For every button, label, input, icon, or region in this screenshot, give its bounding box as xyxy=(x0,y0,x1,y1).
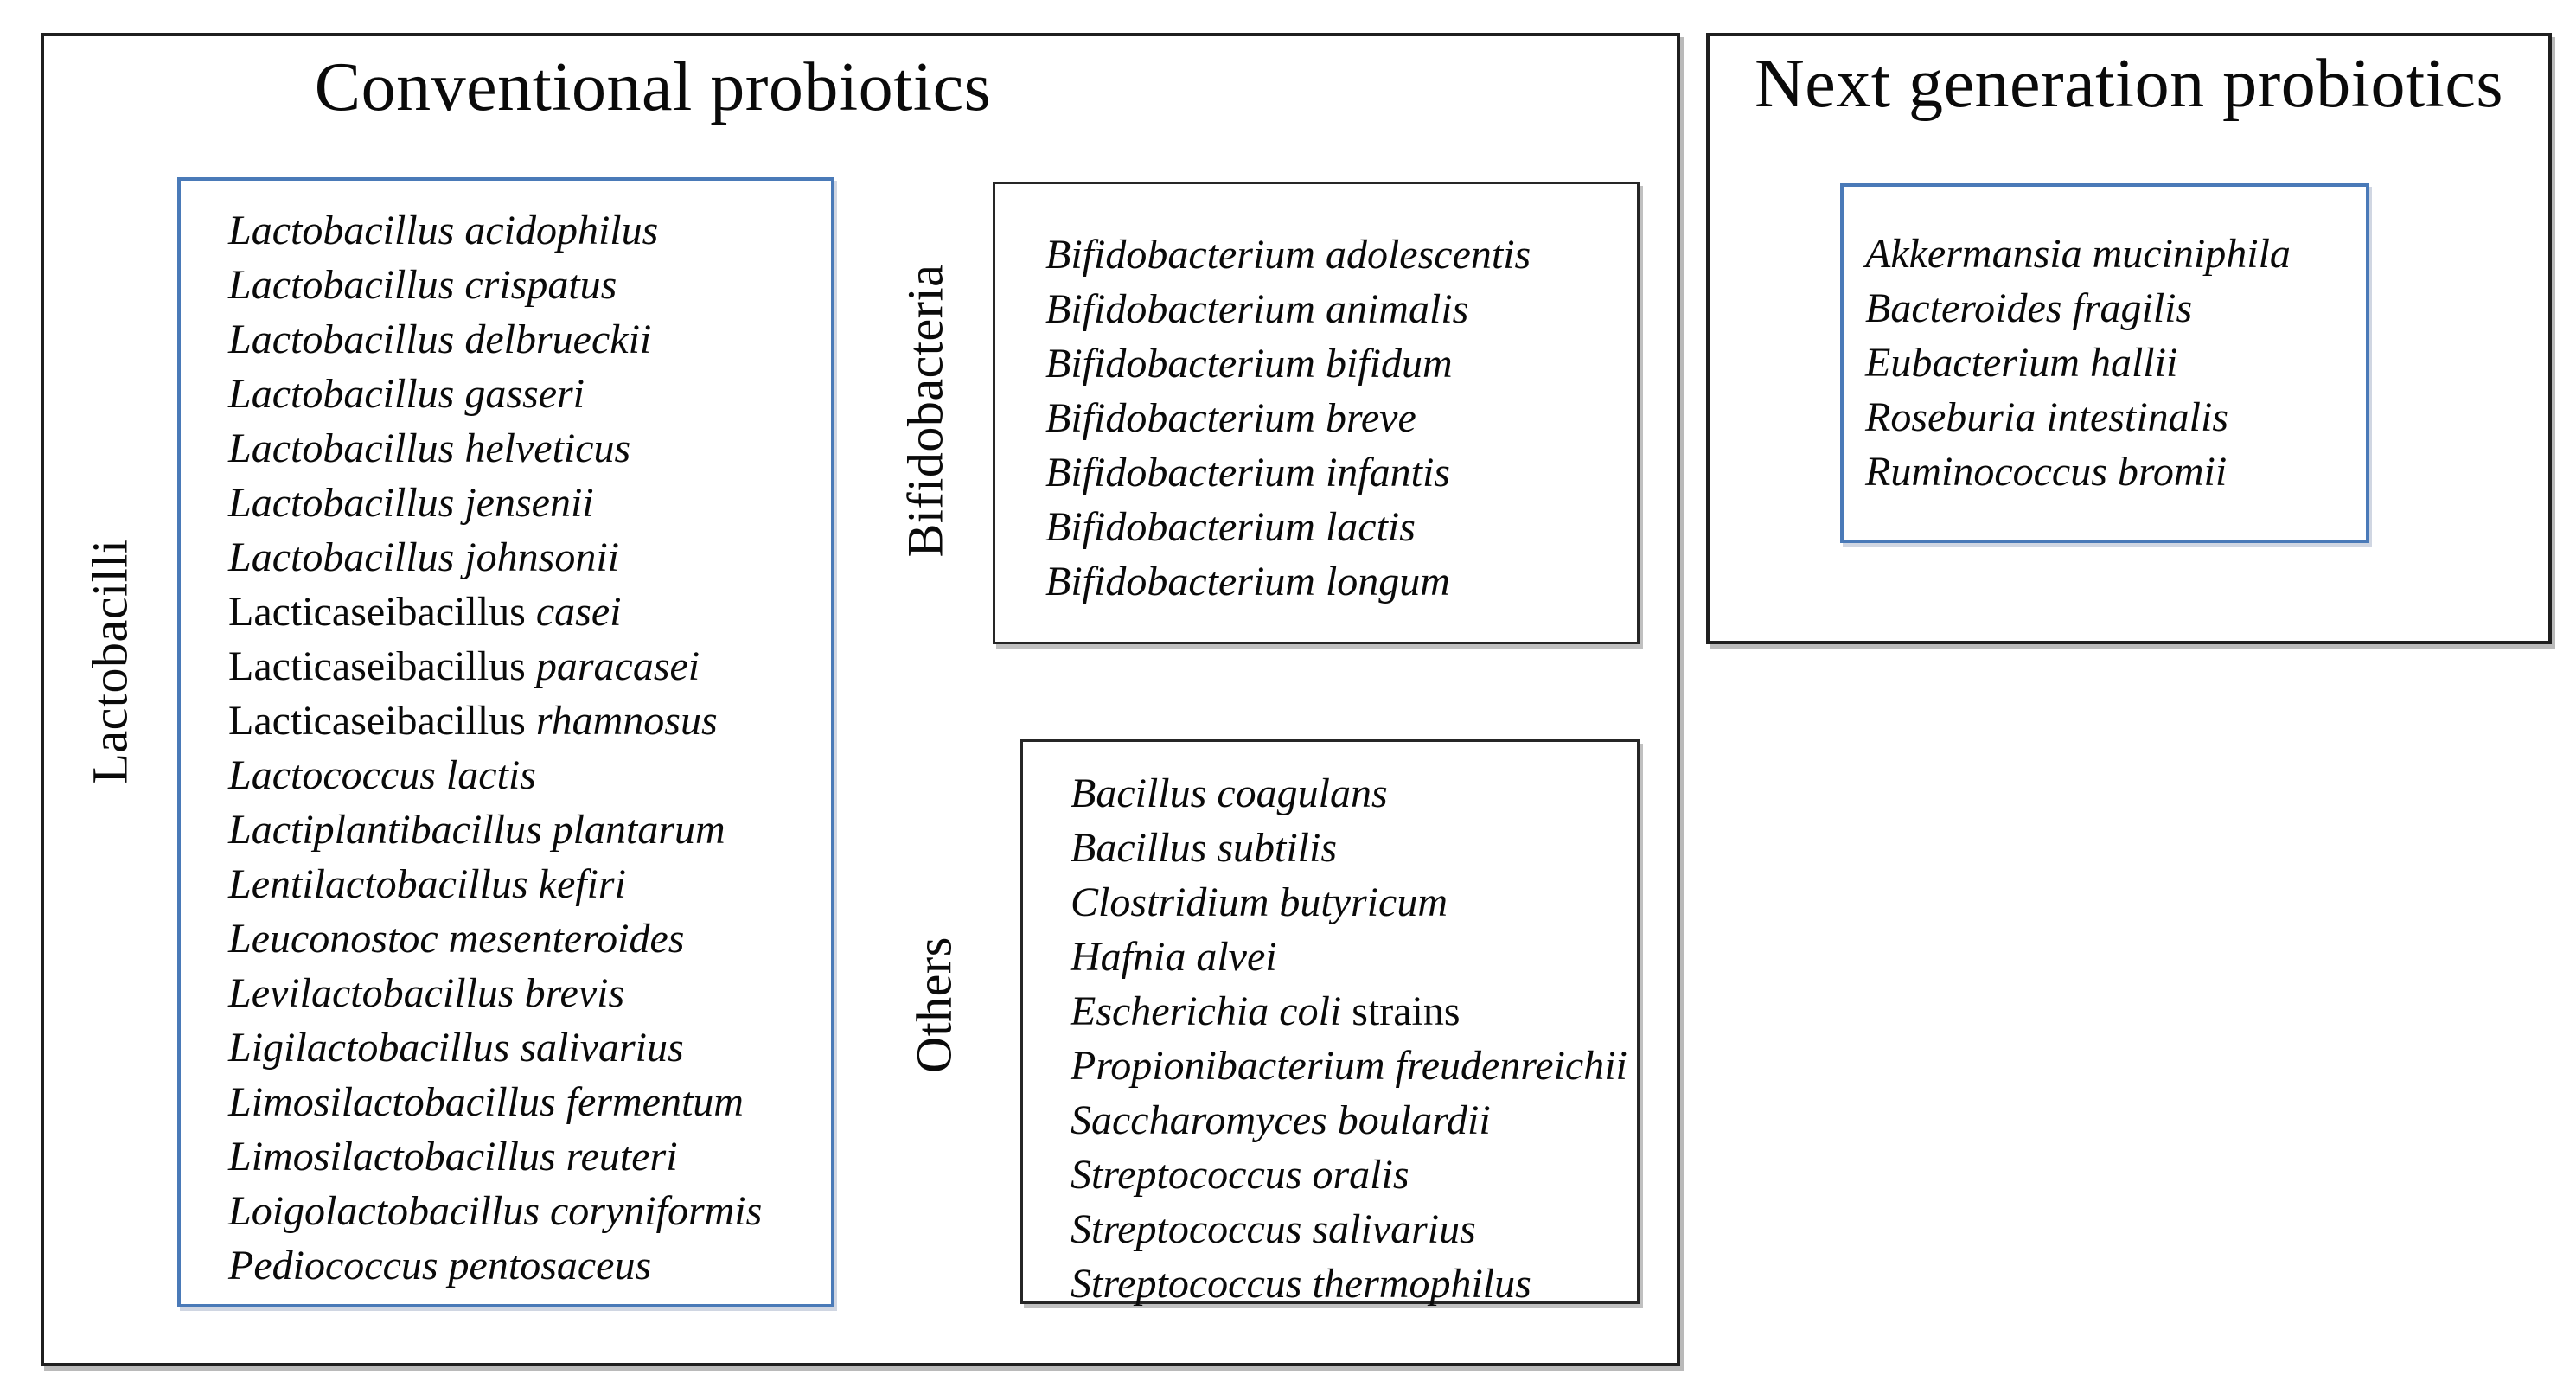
species-name-segment: Escherichia coli xyxy=(1071,988,1342,1034)
species-item: Lactobacillus delbrueckii xyxy=(228,312,831,367)
species-item: Ruminococcus bromii xyxy=(1865,444,2366,499)
species-name-segment: Lactiplantibacillus plantarum xyxy=(228,807,725,853)
species-item: Clostridium butyricum xyxy=(1071,875,1637,930)
species-item: Lactobacillus acidophilus xyxy=(228,203,831,258)
species-item: Streptococcus thermophilus xyxy=(1071,1256,1637,1311)
species-name-segment: Bifidobacterium infantis xyxy=(1045,450,1450,495)
species-name-segment: Streptococcus oralis xyxy=(1071,1152,1409,1198)
species-name-segment: Streptococcus thermophilus xyxy=(1071,1261,1531,1307)
species-item: Escherichia coli strains xyxy=(1071,984,1637,1039)
species-item: Lactiplantibacillus plantarum xyxy=(228,802,831,857)
conventional-probiotics-title: Conventional probiotics xyxy=(314,49,992,125)
species-item: Streptococcus salivarius xyxy=(1071,1202,1637,1256)
species-name-segment: Levilactobacillus brevis xyxy=(228,970,625,1016)
species-item: Lacticaseibacillus rhamnosus xyxy=(228,694,831,748)
species-name-segment: Loigolactobacillus coryniformis xyxy=(228,1188,763,1234)
species-name-segment: Lentilactobacillus kefiri xyxy=(228,861,626,907)
species-name-segment: Lactobacillus johnsonii xyxy=(228,534,620,580)
species-name-segment: Bacillus coagulans xyxy=(1071,770,1388,816)
species-name-segment: Hafnia alvei xyxy=(1071,934,1277,980)
species-item: Lactobacillus gasseri xyxy=(228,367,831,421)
species-item: Akkermansia muciniphila xyxy=(1865,227,2366,281)
species-name-segment: Bifidobacterium lactis xyxy=(1045,504,1416,550)
next-generation-probiotics-title: Next generation probiotics xyxy=(1754,46,2504,122)
species-item: Bacillus subtilis xyxy=(1071,821,1637,875)
species-item: Lentilactobacillus kefiri xyxy=(228,857,831,911)
species-name-segment: Bifidobacterium breve xyxy=(1045,395,1416,441)
species-item: Bifidobacterium breve xyxy=(1045,391,1637,445)
species-item: Lacticaseibacillus casei xyxy=(228,585,831,639)
species-item: Bifidobacterium animalis xyxy=(1045,282,1637,336)
species-name-segment: Leuconostoc mesenteroides xyxy=(228,916,685,962)
species-item: Lactobacillus helveticus xyxy=(228,421,831,476)
species-name-segment: Lacticaseibacillus xyxy=(228,589,526,635)
species-name-segment: Clostridium butyricum xyxy=(1071,879,1448,925)
species-name-segment: Lactobacillus gasseri xyxy=(228,371,585,417)
species-item: Lactobacillus crispatus xyxy=(228,258,831,312)
species-name-segment: strains xyxy=(1341,988,1461,1034)
species-name-segment: Eubacterium hallii xyxy=(1865,340,2178,386)
species-name-segment: Lactococcus lactis xyxy=(228,752,536,798)
species-name-segment: Streptococcus salivarius xyxy=(1071,1206,1476,1252)
species-name-segment: Limosilactobacillus fermentum xyxy=(228,1079,744,1125)
species-item: Bacillus coagulans xyxy=(1071,766,1637,821)
species-name-segment: Lactobacillus jensenii xyxy=(228,480,594,526)
species-item: Bifidobacterium longum xyxy=(1045,554,1637,609)
species-item: Lactobacillus johnsonii xyxy=(228,530,831,585)
species-name-segment: Lacticaseibacillus xyxy=(228,698,526,744)
species-item: Lactobacillus jensenii xyxy=(228,476,831,530)
species-item: Ligilactobacillus salivarius xyxy=(228,1020,831,1075)
species-name-segment: paracasei xyxy=(525,643,700,689)
species-item: Bifidobacterium infantis xyxy=(1045,445,1637,500)
species-name-segment: Bacillus subtilis xyxy=(1071,825,1338,871)
species-name-segment: Bifidobacterium bifidum xyxy=(1045,341,1453,387)
species-name-segment: Limosilactobacillus reuteri xyxy=(228,1134,678,1179)
species-item: Roseburia intestinalis xyxy=(1865,390,2366,444)
species-item: Bifidobacterium bifidum xyxy=(1045,336,1637,391)
species-name-segment: casei xyxy=(525,589,622,635)
species-name-segment: Lactobacillus acidophilus xyxy=(228,208,659,253)
species-item: Saccharomyces boulardii xyxy=(1071,1093,1637,1147)
species-item: Lacticaseibacillus paracasei xyxy=(228,639,831,694)
species-item: Lactococcus lactis xyxy=(228,748,831,802)
species-name-segment: Ruminococcus bromii xyxy=(1865,449,2228,495)
species-name-segment: Bacteroides fragilis xyxy=(1865,285,2193,331)
species-name-segment: Akkermansia muciniphila xyxy=(1865,231,2291,277)
species-item: Bifidobacterium lactis xyxy=(1045,500,1637,554)
species-item: Eubacterium hallii xyxy=(1865,336,2366,390)
species-name-segment: Ligilactobacillus salivarius xyxy=(228,1025,684,1071)
species-item: Streptococcus oralis xyxy=(1071,1147,1637,1202)
species-name-segment: Saccharomyces boulardii xyxy=(1071,1097,1491,1143)
species-name-segment: Lactobacillus delbrueckii xyxy=(228,316,652,362)
species-item: Bifidobacterium adolescentis xyxy=(1045,227,1637,282)
species-item: Bacteroides fragilis xyxy=(1865,281,2366,336)
species-item: Hafnia alvei xyxy=(1071,930,1637,984)
species-name-segment: Lactobacillus helveticus xyxy=(228,425,631,471)
species-name-segment: Bifidobacterium longum xyxy=(1045,559,1450,604)
species-item: Levilactobacillus brevis xyxy=(228,966,831,1020)
species-name-segment: Lactobacillus crispatus xyxy=(228,262,617,308)
species-item: Pediococcus pentosaceus xyxy=(228,1238,831,1293)
species-name-segment: Bifidobacterium animalis xyxy=(1045,286,1469,332)
species-name-segment: rhamnosus xyxy=(525,698,718,744)
species-name-segment: Propionibacterium freudenreichii xyxy=(1071,1043,1627,1089)
species-name-segment: Pediococcus pentosaceus xyxy=(228,1243,652,1288)
species-name-segment: Roseburia intestinalis xyxy=(1865,394,2228,440)
species-item: Loigolactobacillus coryniformis xyxy=(228,1184,831,1238)
species-item: Leuconostoc mesenteroides xyxy=(228,911,831,966)
species-name-segment: Bifidobacterium adolescentis xyxy=(1045,232,1531,278)
species-name-segment: Lacticaseibacillus xyxy=(228,643,526,689)
species-item: Propionibacterium freudenreichii xyxy=(1071,1039,1637,1093)
species-item: Limosilactobacillus fermentum xyxy=(228,1075,831,1129)
species-item: Limosilactobacillus reuteri xyxy=(228,1129,831,1184)
